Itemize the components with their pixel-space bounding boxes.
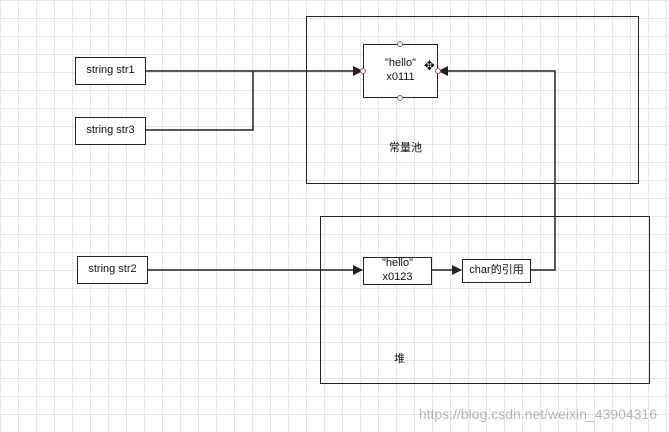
- str1-label: string str1: [86, 64, 135, 77]
- str3-label: string str3: [86, 124, 135, 137]
- char-reference-label: char的引用: [469, 264, 524, 277]
- constant-pool-label: 常量池: [389, 142, 422, 154]
- watermark-url: https://blog.csdn.net/weixin_43904316: [418, 406, 657, 422]
- move-cursor-icon: ✥: [424, 58, 435, 73]
- constant-pool-hello-address: x0111: [386, 71, 415, 83]
- constant-pool-hello-text: "hello": [384, 57, 417, 70]
- str3-node[interactable]: string str3: [75, 117, 146, 145]
- top-connection-handle[interactable]: [397, 41, 403, 47]
- char-reference-node[interactable]: char的引用: [462, 259, 531, 283]
- heap-hello-node[interactable]: "hello" x0123: [363, 257, 432, 285]
- heap-region[interactable]: [320, 216, 650, 384]
- left-connection-handle[interactable]: [360, 68, 366, 74]
- char-ref-to-const-hello-arrow: [438, 66, 556, 271]
- bottom-connection-handle[interactable]: [397, 95, 403, 101]
- constant-pool-region[interactable]: [306, 16, 639, 184]
- str2-node[interactable]: string str2: [77, 256, 148, 284]
- str3-to-str1-line: [146, 71, 254, 131]
- right-connection-handle[interactable]: [435, 68, 441, 74]
- heap-hello-address: x0123: [382, 271, 413, 283]
- str2-label: string str2: [88, 263, 137, 276]
- str1-node[interactable]: string str1: [75, 57, 146, 85]
- heap-hello-text: "hello": [381, 257, 414, 270]
- heap-label: 堆: [394, 353, 405, 365]
